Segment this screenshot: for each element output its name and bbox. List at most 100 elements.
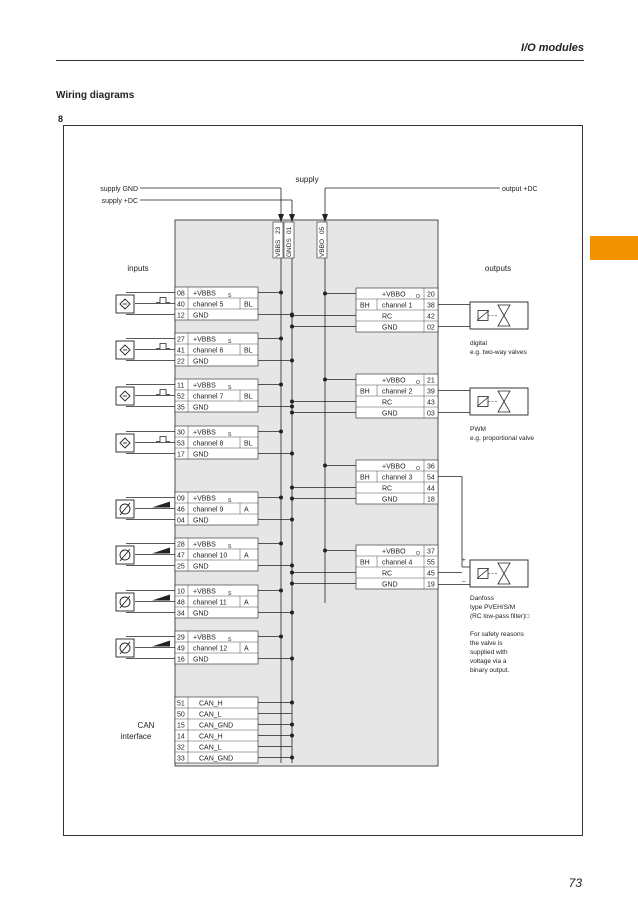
can-pin-number: 50 — [177, 712, 185, 719]
subscript-label: O — [416, 466, 420, 472]
junction-dot — [290, 581, 294, 586]
junction-dot — [290, 404, 294, 409]
junction-dot — [279, 290, 283, 295]
pin-number: 08 — [177, 291, 185, 298]
signal-name: RC — [382, 571, 392, 578]
subscript-label: S — [228, 432, 232, 438]
signal-name: GND — [193, 313, 209, 320]
sensor-diamond-icon — [119, 437, 131, 449]
page-heading: Wiring diagrams — [56, 90, 135, 101]
pin-number: 47 — [177, 553, 185, 560]
supply-pin-box — [316, 221, 328, 259]
pin-number: 30 — [177, 430, 185, 437]
channel-type: BL — [244, 441, 253, 448]
inputs-heading: inputs — [127, 264, 148, 273]
pin-number: 25 — [177, 564, 185, 571]
subscript-label: O — [416, 294, 420, 300]
section-title: I/O modules — [521, 42, 584, 54]
signal-name: +VBBS — [193, 291, 216, 298]
pin-number: 35 — [177, 405, 185, 412]
sensor-slash-icon — [119, 548, 131, 562]
outputs-heading: outputs — [485, 264, 511, 273]
signal-name: +VBBS — [193, 589, 216, 596]
header-rule — [56, 60, 584, 61]
note-text: e.g. two-way valves — [470, 349, 527, 356]
sensor-diamond-icon — [119, 298, 131, 310]
pin-number: 39 — [427, 389, 435, 396]
can-signal-name: CAN_L — [199, 712, 222, 719]
sensor-diamond-icon — [119, 390, 131, 402]
sensor-slash-icon — [119, 641, 131, 655]
sensor-circle-icon — [119, 642, 131, 654]
subscript-label: S — [228, 293, 232, 299]
signal-name: GND — [382, 582, 398, 589]
pin-number: 55 — [427, 560, 435, 567]
channel-type: BL — [244, 302, 253, 309]
sensor-circle-icon — [119, 503, 131, 515]
pin-number: 03 — [427, 411, 435, 418]
signal-name: GND — [193, 518, 209, 525]
signal-name: RC — [382, 486, 392, 493]
junction-dot — [323, 548, 327, 553]
analog-ramp-icon — [152, 547, 170, 554]
signal-name: channel 8 — [193, 441, 223, 448]
pin-number: 18 — [427, 497, 435, 504]
note-text: digital — [470, 340, 488, 347]
junction-dot — [290, 700, 294, 705]
pulse-signal-icon — [156, 436, 170, 442]
terminal-block — [174, 286, 259, 321]
can-pin-number: 33 — [177, 756, 185, 763]
junction-dot — [290, 722, 294, 727]
coil-slash-icon — [476, 396, 490, 407]
arrow-head — [278, 214, 284, 222]
junction-dot — [290, 656, 294, 661]
signal-name: channel 9 — [193, 507, 223, 514]
supply-pin-box — [272, 221, 284, 259]
pin-number: 34 — [177, 611, 185, 618]
channel-type: A — [244, 553, 249, 560]
signal-name: GND — [193, 452, 209, 459]
can-pin-number: 51 — [177, 701, 185, 708]
pin-number: 29 — [177, 635, 185, 642]
analog-ramp-icon — [152, 594, 170, 601]
channel-type: BL — [244, 394, 253, 401]
pin-number: 04 — [177, 518, 185, 525]
junction-dot — [279, 634, 283, 639]
junction-dot — [290, 358, 294, 363]
input-channel — [174, 286, 259, 321]
arrow-head — [322, 214, 328, 222]
signal-name: +VBBS — [193, 635, 216, 642]
terminal-block — [174, 630, 259, 665]
can-pin-number: 15 — [177, 723, 185, 730]
junction-dot — [290, 451, 294, 456]
signal-name: GND — [193, 405, 209, 412]
signal-name: +VBBO — [382, 549, 406, 556]
junction-dot — [290, 399, 294, 404]
pin-number: 19 — [427, 582, 435, 589]
junction-dot — [290, 517, 294, 522]
junction-dot — [290, 610, 294, 615]
channel-type: A — [244, 646, 249, 653]
signal-name: +VBBS — [193, 496, 216, 503]
supply-label: supply — [295, 175, 318, 184]
junction-dot — [290, 733, 294, 738]
note-text: binary output. — [470, 667, 510, 674]
signal-name: +VBBS — [193, 430, 216, 437]
input-channel — [174, 537, 259, 572]
junction-dot — [279, 541, 283, 546]
signal-name: channel 5 — [193, 302, 223, 309]
terminal-block — [174, 332, 259, 367]
coil-slash-icon — [476, 310, 490, 321]
junction-dot — [290, 313, 294, 318]
signal-name: channel 1 — [382, 303, 412, 310]
polarity-plus: + — [462, 557, 466, 564]
supply-pin-name: VBBS — [275, 239, 282, 257]
pin-number: 45 — [427, 571, 435, 578]
junction-dot — [279, 429, 283, 434]
pin-number: 41 — [177, 348, 185, 355]
sensor-circle-icon — [119, 549, 131, 561]
sensor-slash-icon — [119, 502, 131, 516]
junction-dot — [290, 410, 294, 415]
subscript-label: O — [416, 551, 420, 557]
channel-type: BL — [244, 348, 253, 355]
